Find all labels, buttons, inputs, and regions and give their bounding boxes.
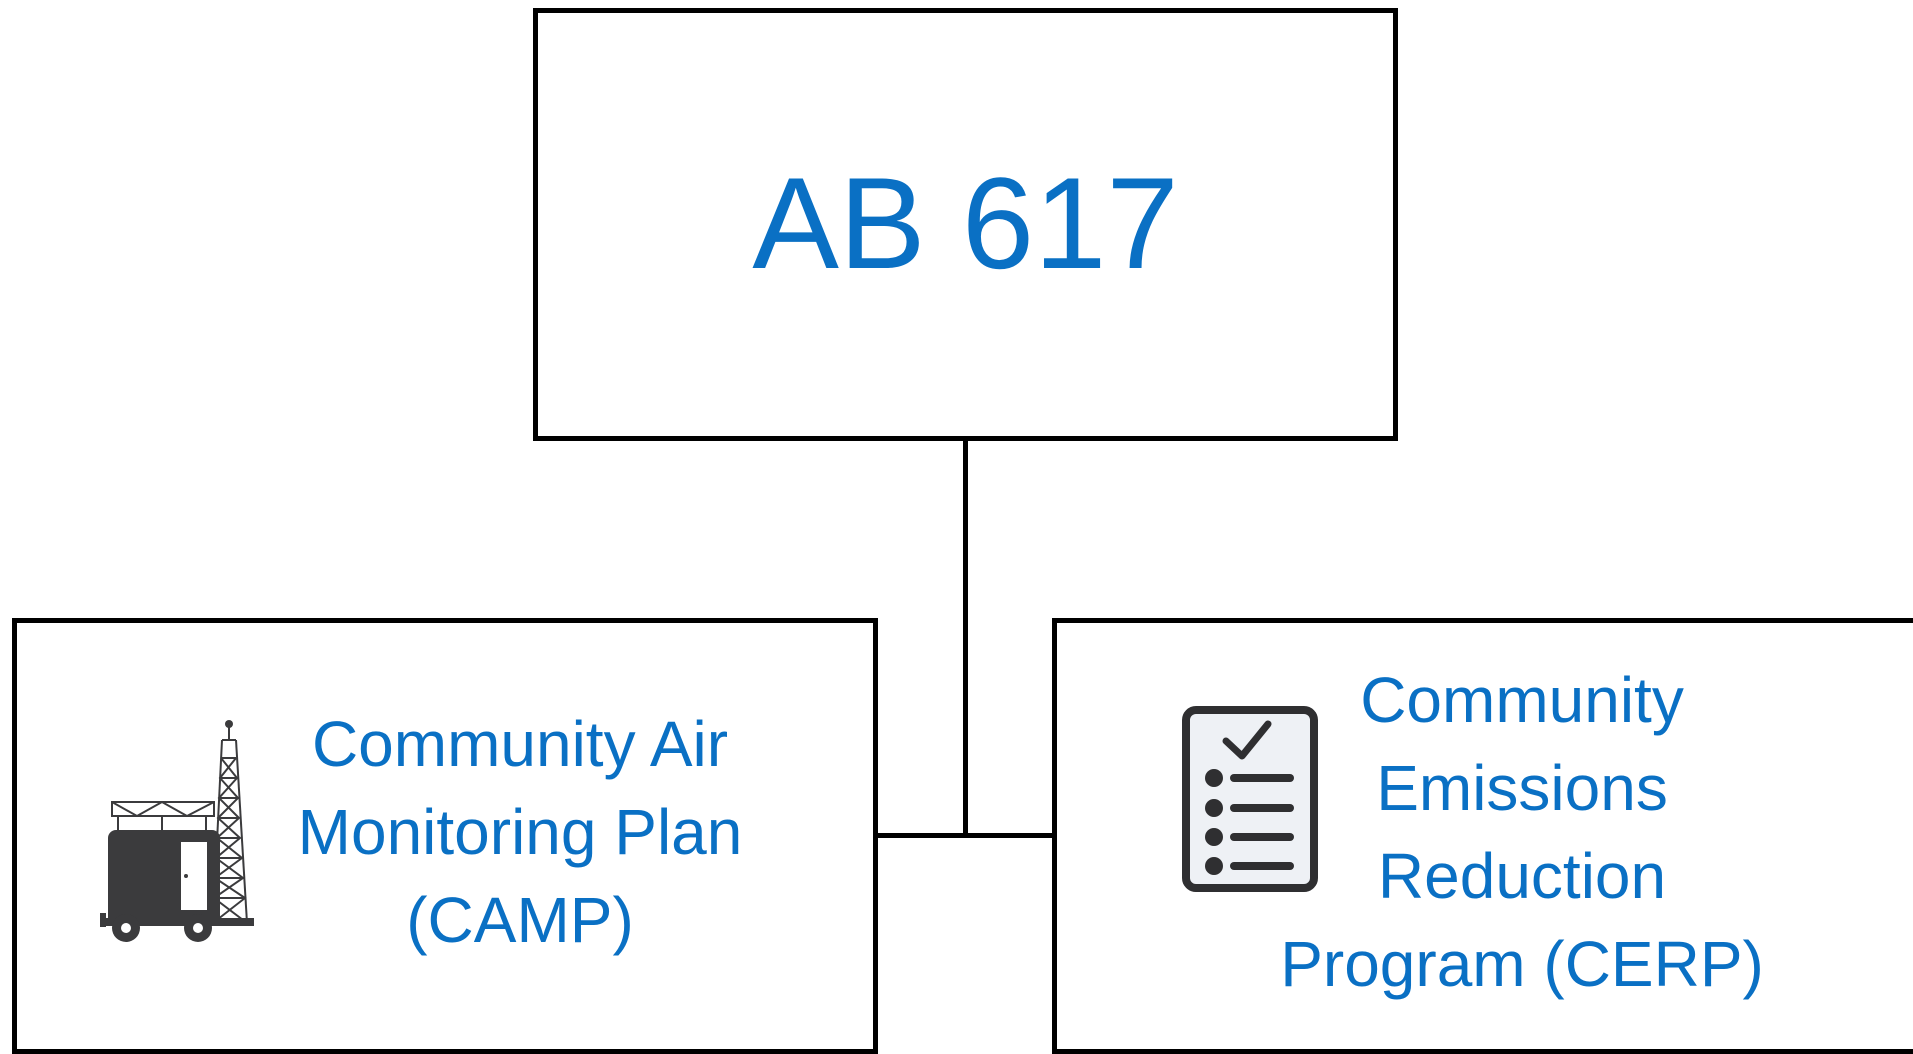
connector-horizontal xyxy=(878,833,1052,838)
air-monitoring-trailer-icon xyxy=(100,718,260,946)
root-node-box: AB 617 xyxy=(533,8,1398,441)
cerp-node-label: Community Emissions Reduction Program (C… xyxy=(1280,664,1764,1000)
camp-node-label: Community Air Monitoring Plan (CAMP) xyxy=(297,708,743,956)
checklist-icon xyxy=(1182,706,1318,892)
connector-vertical xyxy=(963,441,968,838)
root-node-label: AB 617 xyxy=(752,150,1179,296)
